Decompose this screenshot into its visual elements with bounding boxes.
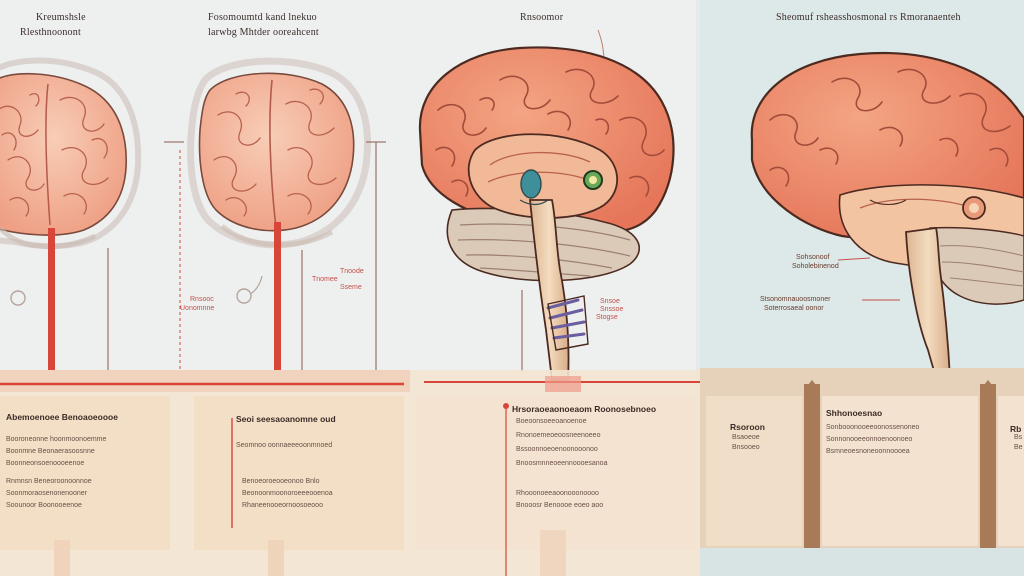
right-divider-2-cap [980,380,996,390]
info-card-1-line: Rnmnsn Beneoroonoonnoe [6,478,92,485]
info-card-1-line: Soonmoraosenonenooner [6,490,87,497]
bottom-post-2 [268,540,284,576]
info-card-1: Abemoenoee Benoaoeoooe Booroneonne hoonm… [6,412,170,542]
info-card-3: Hrsoraoeaonoeaom Roonosebnoeo Boeoonsoee… [512,404,692,534]
right-divider-1-cap [804,380,820,390]
info-card-2-line: Benoeoroeooeonoo Bnlo [242,478,320,485]
info-card-5-line: Sonnonooeeonnoenoonoeo [826,436,913,443]
info-card-6-heading: Rb [1010,424,1022,434]
info-card-2-bg [194,396,404,550]
info-card-2-line: Rhaneenooeornoosoeooo [242,502,323,509]
panel3-stem-note-3: Stogse [596,314,618,321]
info-card-1-line: Boonmne Beonaerasoosnne [6,448,95,455]
panel-divider [696,0,700,576]
card3-pin-icon [503,403,509,409]
info-card-4-line: Bnsooeo [732,444,760,451]
info-card-3-line: Rnonoemeoeoosneenoeeo [516,432,601,439]
brain-frontal-view-1 [0,57,142,306]
info-card-3-line: Rhooonoeeaoonooonoooo [516,490,599,497]
info-card-1-bg [0,396,170,550]
info-card-4: Rsoroon Bsaoeoe Bnsooeo [714,422,798,482]
panel3-title: Rnsoomor [520,12,564,23]
brain-frontal-view-2 [187,57,371,304]
bottom-post-1 [54,540,70,576]
right-divider-2 [980,384,996,548]
info-card-4-line: Bsaoeoe [732,434,760,441]
panel2-title-line2: larwbg Mhtder ooreahcent [208,27,319,38]
info-card-1-line: Boonneonsoenoooeenoe [6,460,85,467]
right-divider-1 [804,384,820,548]
panel4-note-a-1: Sohsonoof [796,254,830,261]
info-card-5-line: Sonbooonooeeoonossenoneo [826,424,920,431]
timeline-bar [0,370,410,392]
info-card-5-bg [822,396,978,546]
info-card-2: Seoi seesaoanomne oud Seomnoo oonnaeeeoo… [228,412,404,542]
panel2-note-right-2: Tnomee [312,276,338,283]
panel1-title-line2: Rlesthnoonont [20,27,81,38]
info-card-5-line: Bsmneoesnoneoonnoooea [826,448,910,455]
info-card-1-heading: Abemoenoee Benoaoeoooe [6,412,118,422]
panel4-note-b-1: Stsonomnauoosmoner [760,296,831,303]
panel3-stem-note-1: Snsoe [600,298,620,305]
bottom-strip-right [700,548,1024,576]
info-card-6-line: Be [1014,444,1023,451]
info-card-3-line: Bnoosmnneoeennoooesanoa [516,460,608,467]
info-card-6-bg [998,396,1024,546]
info-card-1-line: Booroneonne hoonmoonoemme [6,436,107,443]
info-card-6-line: Bs [1014,434,1023,441]
info-card-3-line: Bnooosr Benoooe eoeo aoo [516,502,604,509]
brain-sagittal-view [418,29,675,381]
panel2-note-left-2: Uonomnne [180,305,215,312]
info-card-2-line: Beonoonmoonoroeeeooenoa [242,490,333,497]
info-card-5: Shhonoesnao Sonbooonooeeoonossenoneo Son… [826,408,976,468]
timeline-marker [545,376,581,392]
info-card-1-line: Soounoor Boonooeenoe [6,502,82,509]
info-card-2-line: Seomnoo oonnaeeeoonmnoed [236,442,333,449]
panel1-stem-line [48,228,55,388]
info-card-3-bg [416,396,696,550]
panel1-title-line1: Kreumshsle [36,12,86,23]
panel4-title: Sheomuf rsheasshosmonal rs Rmoranaenteh [776,12,961,23]
panel2-stem-line [274,222,281,388]
panel2-note-left-1: Rnsooc [190,296,214,303]
bottom-post-3 [540,530,566,576]
info-card-5-heading: Shhonoesnao [826,408,883,418]
panel4-pointer-a [837,257,871,261]
info-card-3-line: Boeoonsoeeoanoenoe [516,418,587,425]
info-card-3-heading: Hrsoraoeaonoeaom Roonosebnoeo [512,404,657,414]
panel2-title-line1: Fosomoumtd kand lnekuo [208,12,317,23]
info-card-4-bg [706,396,802,546]
panel2-note-right-3: Sseme [340,284,362,291]
brain-sagittal-view-right [750,52,1024,379]
panel3-stem-note-2: Snssoe [600,306,624,313]
info-card-4-heading: Rsoroon [730,422,765,432]
panel4-note-a-2: Soholebinenod [792,263,839,270]
info-card-6: Rb Bs Be [1002,424,1024,464]
info-card-3-line: Bssoonnoeoenoonooonoo [516,446,598,453]
panel2-note-right-1: Tnoode [340,268,364,275]
info-card-2-heading: Seoi seesaoanomne oud [236,414,336,424]
panel4-note-b-2: Soterrosaeal oonor [764,305,824,312]
